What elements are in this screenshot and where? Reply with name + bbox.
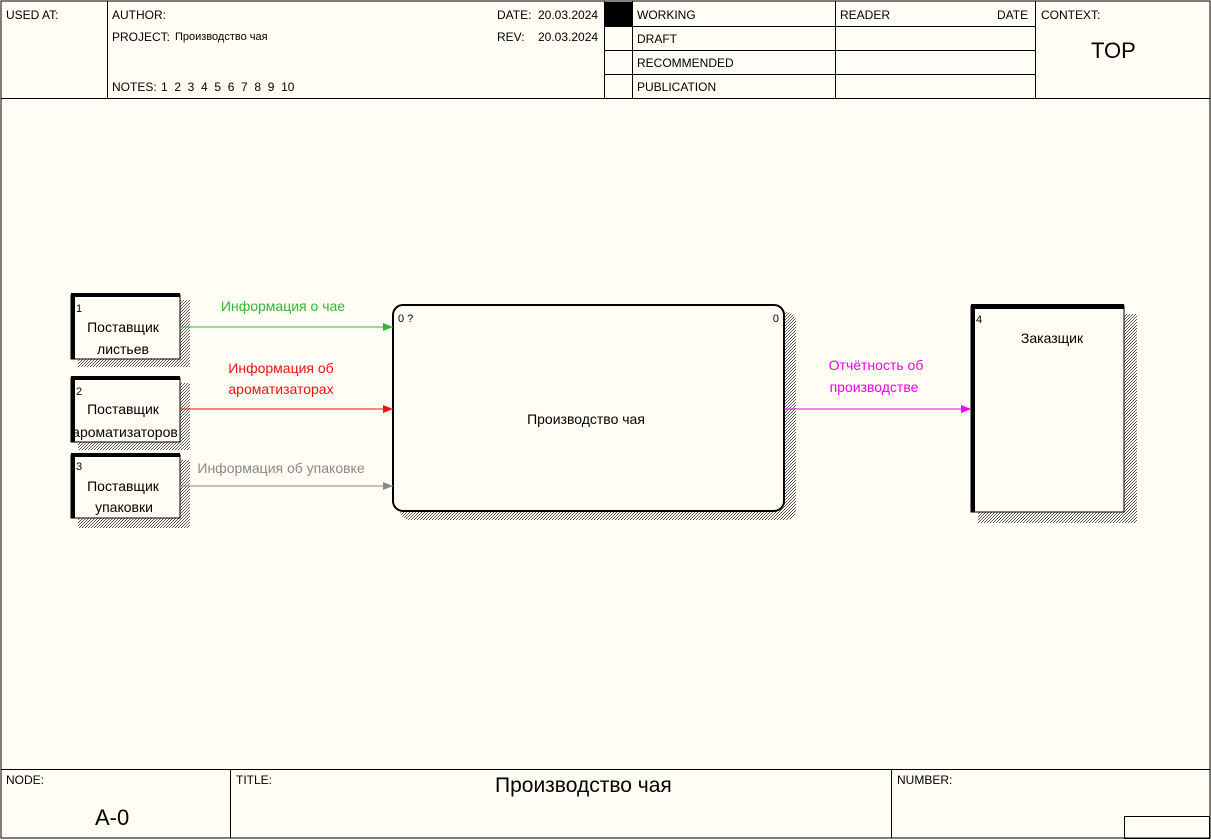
arrow-flavor-info-label-line2: ароматизаторах [228,381,333,397]
rev-value: 20.03.2024 [538,30,599,44]
ext1-line2: листьев [97,341,149,357]
status-draft[interactable]: DRAFT [637,32,677,46]
arrow-tea-info-label: Информация о чае [221,298,345,314]
ext3-line1: Поставщик [87,478,160,494]
arrow-flavor-info-label-line1: Информация об [228,360,333,376]
notes-numbers: 1 2 3 4 5 6 7 8 9 10 [161,80,295,94]
used-at-label: USED AT: [6,8,59,22]
ext3-number: 3 [76,461,82,473]
project-value: Производство чая [175,31,268,43]
number-label: NUMBER: [897,773,953,787]
process-number-right: 0 [773,313,779,325]
status-recommended[interactable]: RECOMMENDED [637,56,734,70]
header-grid [1,1,1210,99]
author-label: AUTHOR: [112,8,166,22]
ext2-line2: ароматизаторов [72,424,178,440]
external-entity-4[interactable] [970,304,1137,523]
process-box[interactable] [392,304,796,520]
ext3-line2: упаковки [95,499,153,515]
node-value: A-0 [95,805,130,830]
context-label: CONTEXT: [1041,8,1101,22]
status-working[interactable]: WORKING [637,8,696,22]
arrow-report-label-line1: Отчётность об [829,357,924,373]
arrow-packaging-info-label: Информация об упаковке [197,460,364,476]
reader-label: READER [840,8,891,22]
date-label: DATE: [497,8,532,22]
node-label: NODE: [6,773,45,787]
footer-grid [1,769,1210,839]
page-title: Производство чая [495,774,672,797]
project-label: PROJECT: [112,30,171,44]
ext4-number: 4 [976,314,982,326]
arrow-report-label-line2: производстве [830,379,919,395]
process-label: Производство чая [527,411,645,427]
process-number-left: 0 ? [398,313,413,325]
external-entity-2[interactable] [70,376,190,450]
external-entity-3[interactable] [70,453,190,528]
reader-date-label: DATE [997,8,1029,22]
date-value: 20.03.2024 [538,8,599,22]
ext2-line1: Поставщик [87,401,160,417]
ext1-line1: Поставщик [87,319,160,335]
external-entity-1[interactable] [70,293,190,367]
notes-label: NOTES: [112,80,157,94]
ext1-number: 1 [76,303,82,315]
rev-label: REV: [497,30,525,44]
status-publication[interactable]: PUBLICATION [637,80,717,94]
ext2-number: 2 [76,386,82,398]
ext4-label: Заказщик [1021,330,1084,346]
title-label: TITLE: [236,773,273,787]
context-value: TOP [1091,38,1136,63]
working-status-marker [605,2,632,26]
